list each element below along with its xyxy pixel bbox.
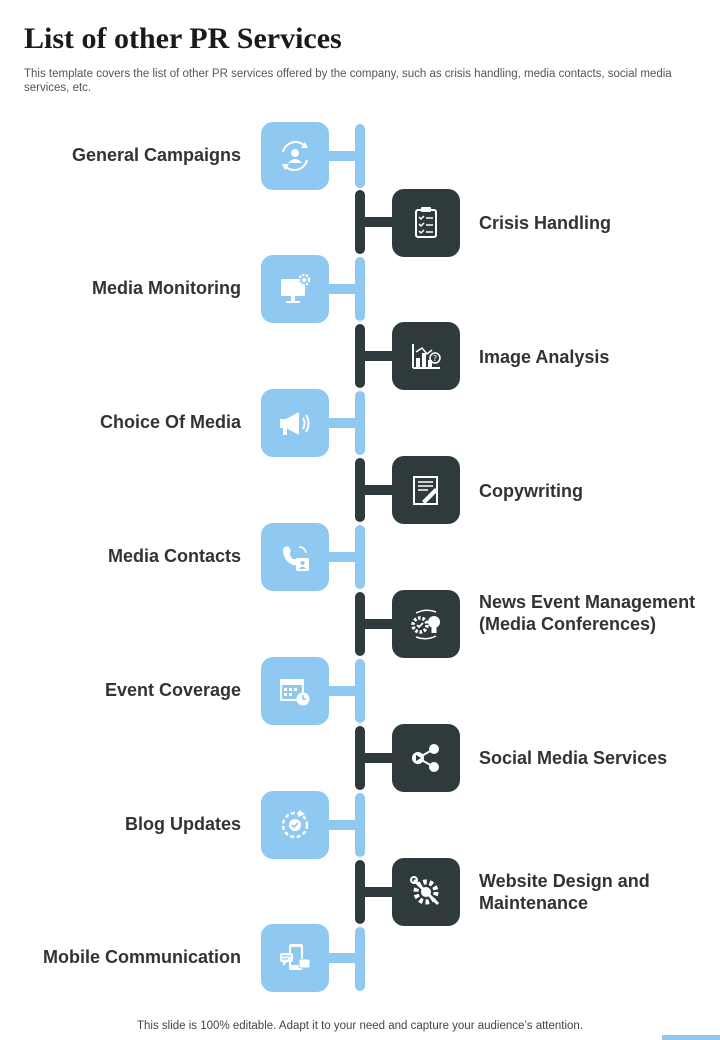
timeline-connector <box>328 820 360 830</box>
person-cycle-icon <box>282 141 308 171</box>
checklist-clipboard-icon <box>415 207 437 238</box>
timeline-segment <box>355 659 365 723</box>
timeline-segment <box>355 124 365 188</box>
service-label: Social Media Services <box>479 748 668 768</box>
timeline-connector <box>360 217 394 227</box>
service-label: News Event Management (Media Conferences… <box>479 592 696 634</box>
gear-lightbulb-icon <box>411 609 440 640</box>
timeline-connector <box>328 686 360 696</box>
gear-wrench-icon <box>410 876 440 906</box>
timeline-connector <box>328 284 360 294</box>
service-label: Blog Updates <box>124 814 241 834</box>
timeline-connector <box>328 953 360 963</box>
service-icon-box <box>392 858 460 926</box>
calendar-clock-icon <box>280 679 310 706</box>
service-icon-box <box>261 523 329 591</box>
service-icon-box <box>392 590 460 658</box>
service-label: Choice Of Media <box>99 412 241 432</box>
timeline-connector <box>360 619 394 629</box>
service-label: Website Design and Maintenance <box>479 871 650 913</box>
timeline-connector <box>360 351 394 361</box>
timeline-connector <box>360 485 394 495</box>
mobile-chat-icon <box>280 944 311 970</box>
service-icon-box <box>392 456 460 524</box>
timeline-connector <box>360 753 394 763</box>
service-icon-box <box>261 255 329 323</box>
page-subtitle: This template covers the list of other P… <box>24 68 672 94</box>
bar-chart-question-icon: ? <box>412 344 441 369</box>
svg-text:?: ? <box>433 354 437 363</box>
timeline-segment <box>355 927 365 991</box>
service-label: General Campaigns <box>71 145 241 165</box>
service-label: Event Coverage <box>104 680 241 700</box>
service-icon-box <box>261 924 329 992</box>
service-label: Copywriting <box>479 481 583 501</box>
service-icon-box <box>392 724 460 792</box>
service-label: Image Analysis <box>479 347 610 367</box>
footer-note: This slide is 100% editable. Adapt it to… <box>136 1020 584 1032</box>
timeline-segment <box>355 525 365 589</box>
megaphone-icon <box>280 412 310 435</box>
timeline-segment <box>355 793 365 857</box>
timeline-connector <box>328 552 360 562</box>
service-label: Mobile Communication <box>43 947 241 967</box>
phone-contact-icon <box>283 546 309 571</box>
timeline-segment <box>355 391 365 455</box>
timeline-segment <box>355 257 365 321</box>
service-icon-box: ? <box>392 322 460 390</box>
service-label: Media Monitoring <box>92 278 241 298</box>
refresh-check-icon <box>281 810 309 839</box>
document-pen-icon <box>413 476 438 506</box>
social-share-icon <box>412 744 439 772</box>
timeline-connector <box>328 418 360 428</box>
service-icon-box <box>261 389 329 457</box>
service-label: Media Contacts <box>107 546 241 566</box>
monitor-gear-icon <box>281 273 311 303</box>
service-icon-box <box>261 122 329 190</box>
timeline-connector <box>328 151 360 161</box>
service-icon-box <box>392 189 460 257</box>
corner-accent-bar <box>662 1035 720 1040</box>
service-icon-box <box>261 791 329 859</box>
page-title: List of other PR Services <box>24 22 342 55</box>
service-icon-box <box>261 657 329 725</box>
timeline-connector <box>360 887 394 897</box>
service-label: Crisis Handling <box>479 213 612 233</box>
